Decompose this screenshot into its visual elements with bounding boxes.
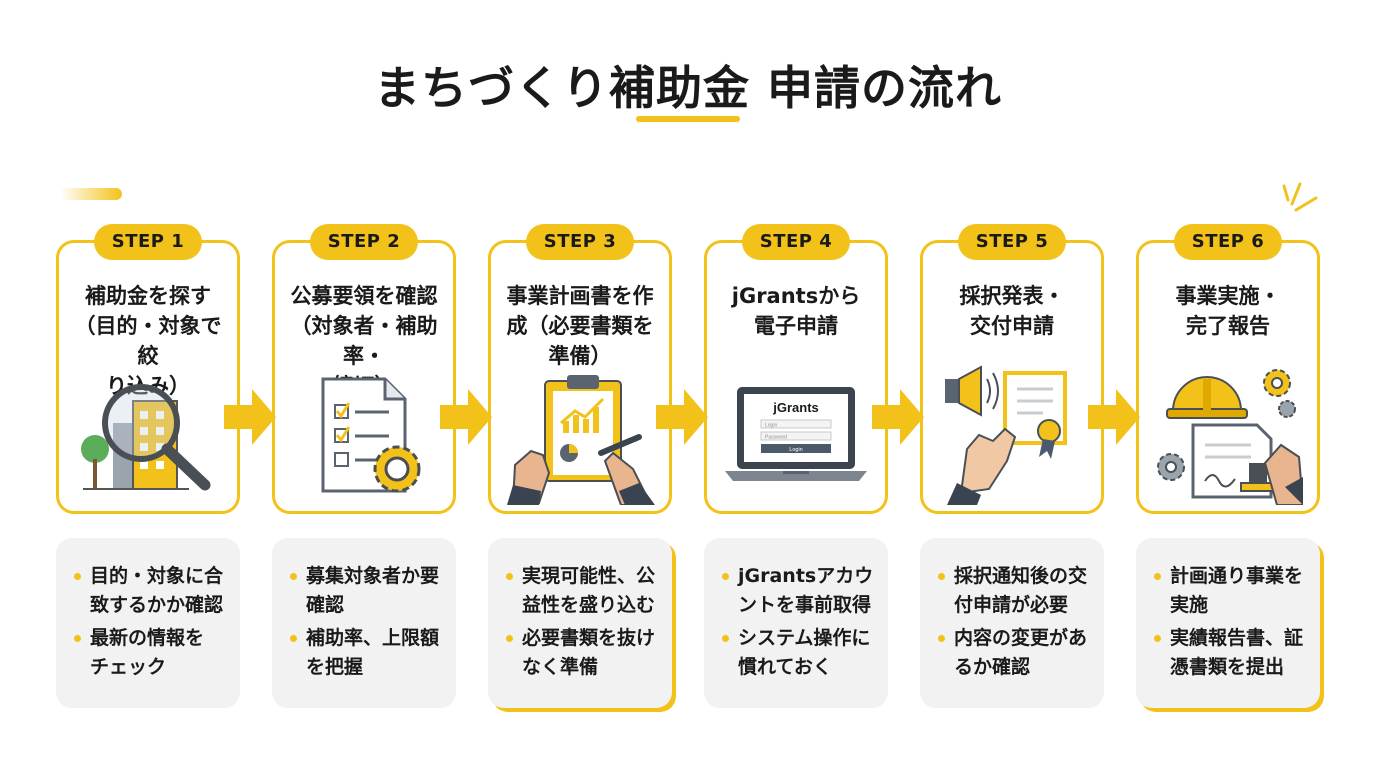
step-card-5: STEP 5 採択発表・ 交付申請 (920, 224, 1104, 514)
magnifier-building-icon (81, 384, 211, 491)
arrow-right-icon (656, 389, 708, 445)
list-item: 必要書類を抜け なく準備 (506, 624, 660, 682)
step-title: 公募要領を確認 （対象者・補助率・ 締切） (290, 284, 438, 398)
list-item: 計画通り事業を 実施 (1154, 562, 1308, 620)
list-item: 内容の変更があ るか確認 (938, 624, 1092, 682)
list-item: 目的・対象に合 致するかか確認 (74, 562, 228, 620)
laptop-brand-text: jGrants (772, 400, 819, 415)
step-title: jGrantsから 電子申請 (731, 284, 861, 338)
step-title: 補助金を探す （目的・対象で絞 り込み） (74, 284, 222, 398)
step-title: 事業計画書を作 成（必要書類を 準備） (506, 284, 654, 368)
clipboard-plan-icon (507, 375, 655, 505)
step-card-3: STEP 3 事業計画書を作 成（必要書類を 準備） (488, 224, 672, 514)
laptop-icon: jGrants Login Password Login (725, 387, 867, 481)
arrow-right-icon (872, 389, 924, 445)
login-button-label: Login (789, 447, 802, 453)
note-card-2: 募集対象者か要 確認 補助率、上限額 を把握 (272, 538, 456, 708)
list-item: 実績報告書、証 憑書類を提出 (1154, 624, 1308, 682)
helmet-report-icon (1157, 369, 1303, 505)
note-card-5: 採択通知後の交 付申請が必要 内容の変更があ るか確認 (920, 538, 1104, 708)
step-badge: STEP 5 (958, 224, 1066, 260)
list-item: 採択通知後の交 付申請が必要 (938, 562, 1092, 620)
step-card-4: STEP 4 jGrantsから 電子申請 jGrants Login Pass… (704, 224, 888, 514)
step-title: 事業実施・ 完了報告 (1175, 284, 1281, 338)
checklist-gear-icon (321, 377, 421, 493)
list-item: jGrantsアカウ ントを事前取得 (722, 562, 876, 620)
arrow-right-icon (440, 389, 492, 445)
list-item: 実現可能性、公 益性を盛り込む (506, 562, 660, 620)
step-card-1: STEP 1 補助金を探す （目的・対象で絞 り込み） (56, 224, 240, 514)
megaphone-certificate-icon (945, 365, 1067, 505)
arrow-right-icon (1088, 389, 1140, 445)
step-badge: STEP 6 (1174, 224, 1282, 260)
note-card-6: 計画通り事業を 実施 実績報告書、証 憑書類を提出 (1136, 538, 1320, 708)
list-item: 募集対象者か要 確認 (290, 562, 444, 620)
sparkle-icon (1282, 182, 1318, 212)
decorative-pill (60, 188, 122, 200)
list-item: 補助率、上限額 を把握 (290, 624, 444, 682)
login-field-label: Login (765, 423, 777, 429)
step-badge: STEP 1 (94, 224, 202, 260)
step-badge: STEP 4 (742, 224, 850, 260)
arrow-right-icon (224, 389, 276, 445)
step-card-6: STEP 6 事業実施・ 完了報告 (1136, 224, 1320, 514)
page-title: まちづくり補助金 申請の流れ (373, 61, 1002, 115)
list-item: システム操作に 慣れておく (722, 624, 876, 682)
title-underline (636, 116, 740, 122)
step-card-2: STEP 2 公募要領を確認 （対象者・補助率・ 締切） (272, 224, 456, 514)
step-badge: STEP 3 (526, 224, 634, 260)
note-card-1: 目的・対象に合 致するかか確認 最新の情報を チェック (56, 538, 240, 708)
step-title: 採択発表・ 交付申請 (959, 284, 1065, 338)
list-item: 最新の情報を チェック (74, 624, 228, 682)
note-card-4: jGrantsアカウ ントを事前取得 システム操作に 慣れておく (704, 538, 888, 708)
password-field-label: Password (765, 435, 787, 441)
step-badge: STEP 2 (310, 224, 418, 260)
note-card-3: 実現可能性、公 益性を盛り込む 必要書類を抜け なく準備 (488, 538, 672, 708)
